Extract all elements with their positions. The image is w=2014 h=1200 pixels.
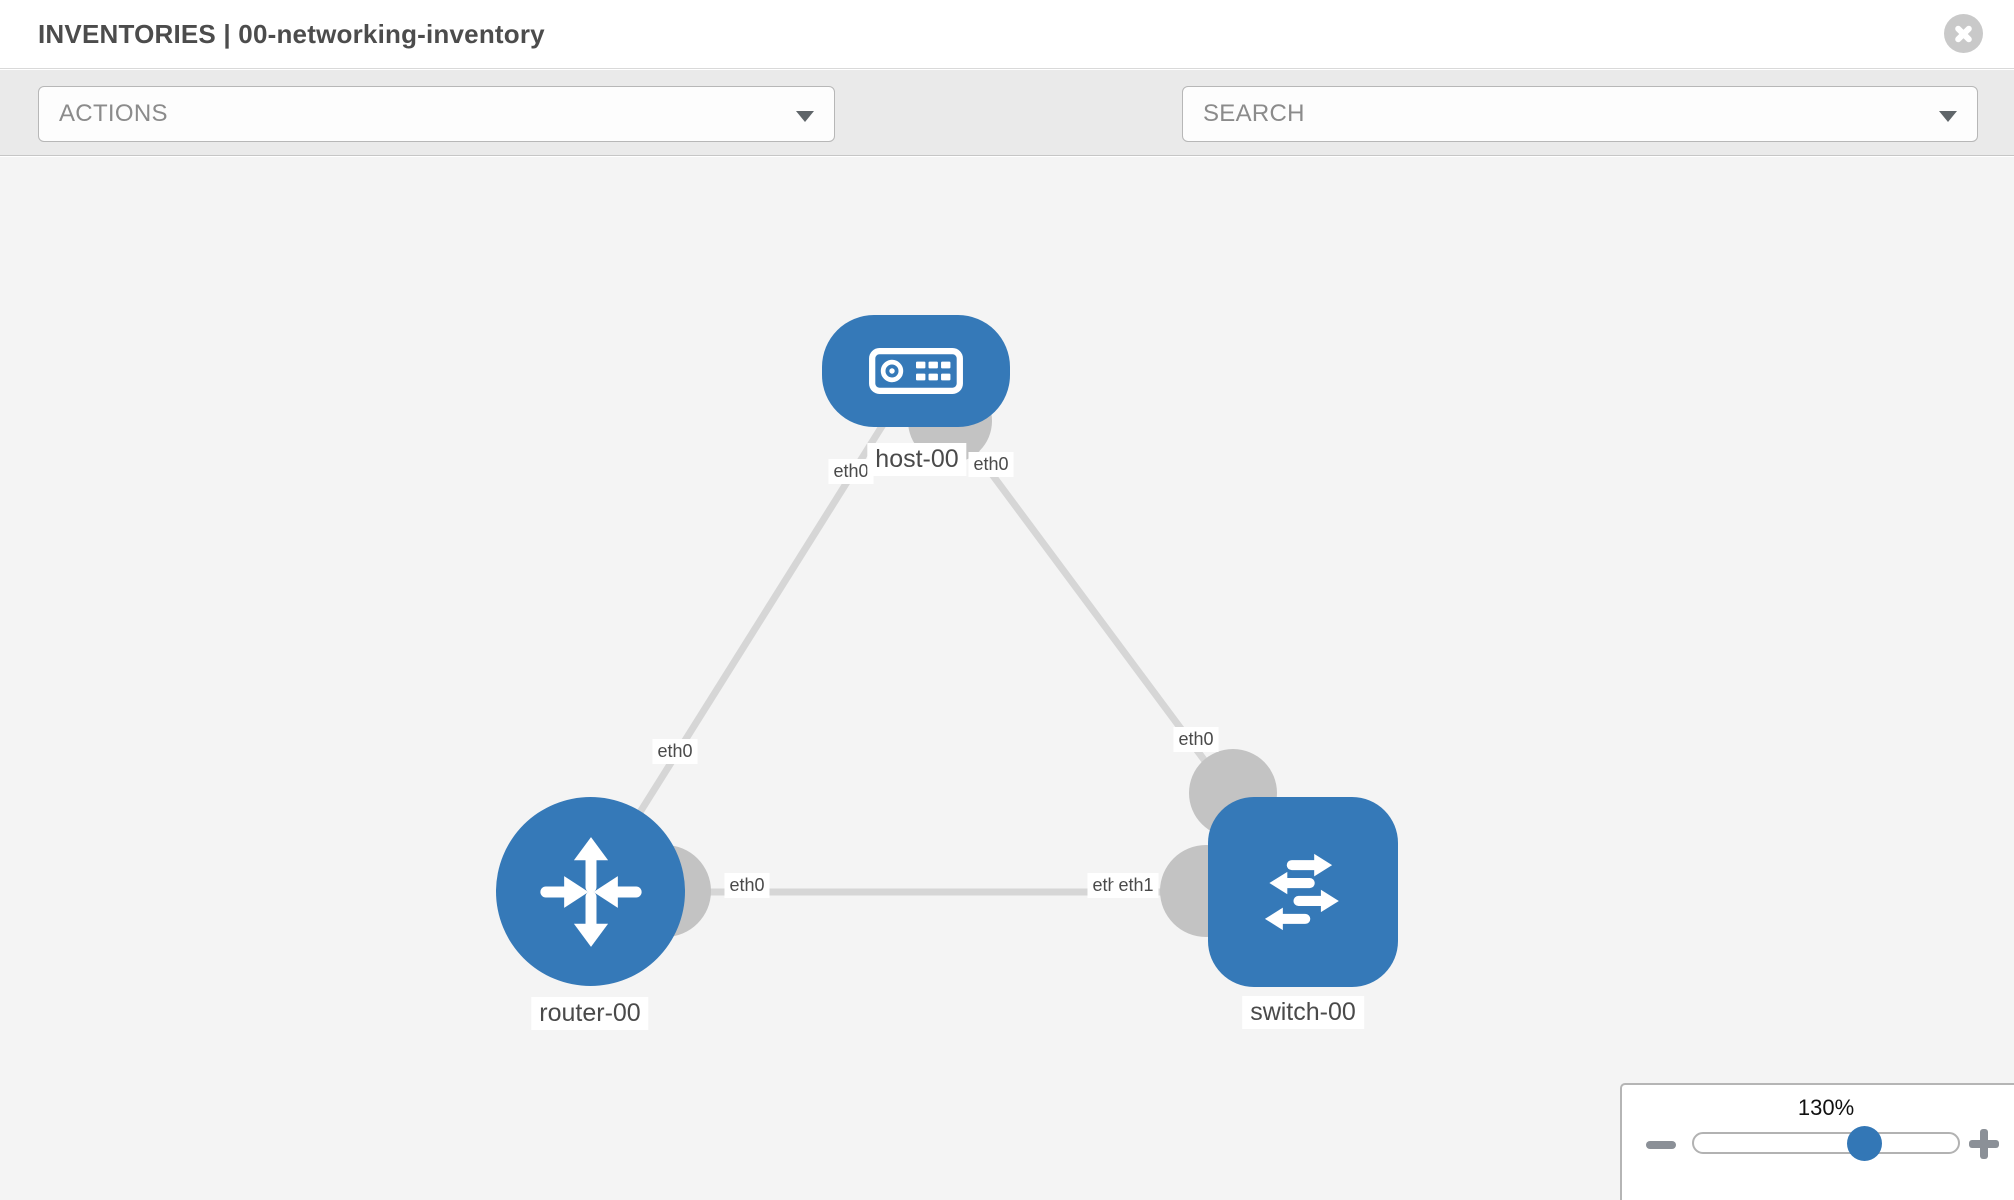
search-dropdown-label: SEARCH: [1203, 100, 1305, 127]
toolbar: ACTIONS SEARCH: [0, 70, 2014, 202]
zoom-level-value: 130%: [1797, 1095, 1855, 1120]
node-label-host: host-00: [867, 443, 967, 476]
iface-label-host-to-switch: eth0: [968, 452, 1014, 477]
iface-label-router-to-switch: eth0: [724, 873, 770, 898]
links-layer: [587, 369, 1306, 937]
iface-label-host-to-router: eth0: [828, 459, 874, 484]
iface-label-switch-to-host: eth0: [1173, 727, 1219, 752]
actions-dropdown[interactable]: ACTIONS: [38, 86, 835, 142]
node-host[interactable]: [822, 315, 1010, 427]
iface-label-router-to-host: eth0: [652, 739, 698, 764]
zoom-out-button[interactable]: [1646, 1141, 1676, 1149]
zoom-slider-knob[interactable]: [1847, 1126, 1882, 1161]
host-icon: [869, 348, 963, 394]
chevron-down-icon: [796, 111, 814, 122]
close-icon[interactable]: [1944, 14, 1983, 53]
page-header: INVENTORIES | 00-networking-inventory: [0, 0, 2014, 69]
node-switch[interactable]: [1208, 797, 1398, 987]
node-label-switch: switch-00: [1242, 996, 1364, 1029]
search-dropdown[interactable]: SEARCH: [1182, 86, 1978, 142]
page-title: INVENTORIES | 00-networking-inventory: [38, 19, 545, 49]
iface-label-switch-to-router-b: eth1: [1113, 873, 1159, 898]
zoom-slider-track[interactable]: [1692, 1132, 1960, 1154]
actions-dropdown-label: ACTIONS: [59, 100, 168, 127]
router-icon: [539, 836, 642, 947]
zoom-panel: 130%: [1620, 1083, 2014, 1200]
switch-icon: [1264, 853, 1339, 931]
node-label-router: router-00: [531, 997, 649, 1030]
link-host-router: [587, 370, 919, 894]
chevron-down-icon: [1939, 111, 1957, 122]
zoom-in-button[interactable]: [1969, 1129, 1999, 1159]
topology-canvas[interactable]: eth0 eth0 eth0 eth0 eth0 eth0 eth1 host-…: [0, 157, 2014, 1200]
node-router[interactable]: [496, 797, 685, 986]
